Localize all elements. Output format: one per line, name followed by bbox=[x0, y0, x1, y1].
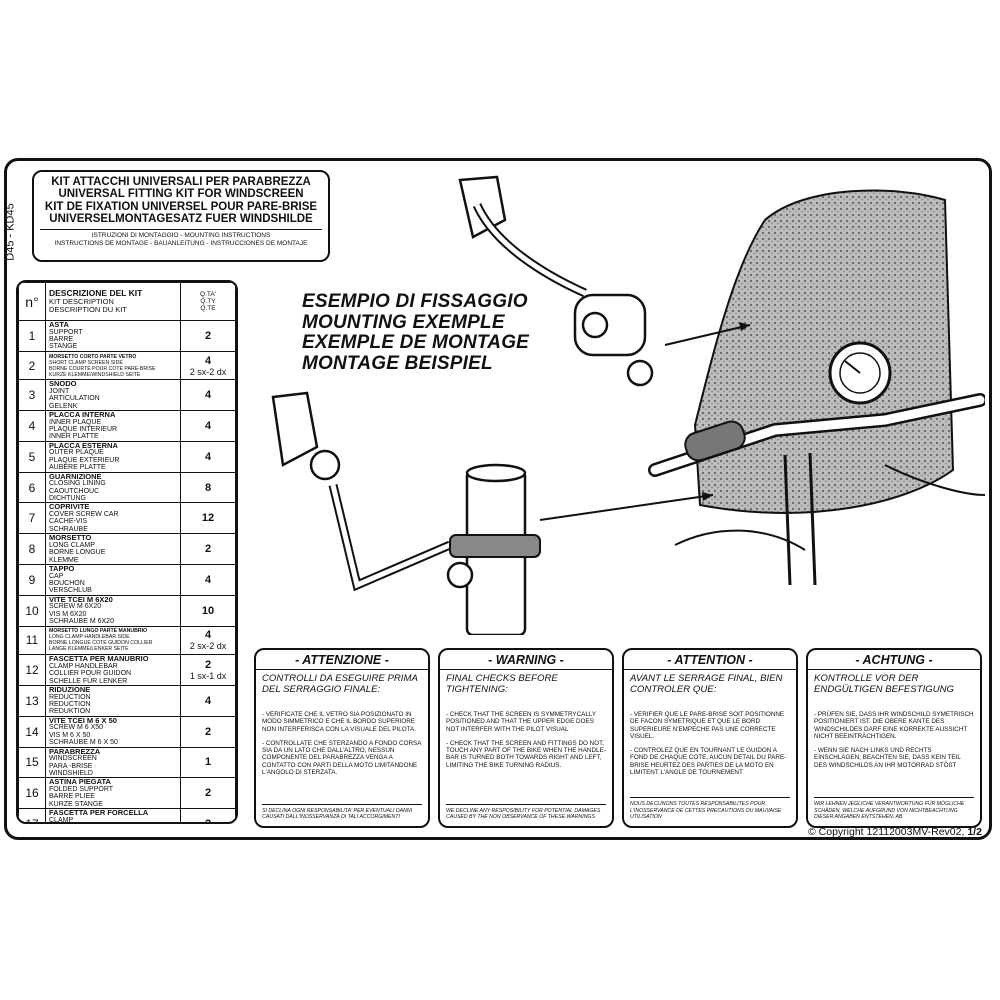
part-quantity: 8 bbox=[180, 471, 236, 504]
part-quantity-split: 1 sx-1 dx bbox=[189, 671, 227, 681]
part-number: 11 bbox=[18, 625, 46, 656]
mounting-example-title: ESEMPIO DI FISSAGGIO MOUNTING EXEMPLE EX… bbox=[302, 291, 530, 374]
part-description: FASCETTA PER FORCELLACLAMPCOLLIERGABEL S… bbox=[45, 808, 181, 822]
warning-box-english: - WARNING - FINAL CHECKS BEFORE TIGHTENI… bbox=[438, 648, 614, 828]
part-quantity: 2 bbox=[180, 715, 236, 748]
part-quantity-split: 2 sx-2 dx bbox=[189, 366, 227, 377]
header-description: DESCRIZIONE DEL KIT KIT DESCRIPTION DESC… bbox=[45, 282, 181, 321]
part-number: 17 bbox=[18, 808, 46, 822]
part-quantity: 1 bbox=[180, 746, 236, 779]
copyright-line: © Copyright 12112003MV-Rev02, 1/2 bbox=[808, 826, 982, 838]
page-number: 1/2 bbox=[967, 826, 982, 838]
header-number: n° bbox=[18, 282, 46, 321]
part-number: 13 bbox=[18, 684, 46, 717]
part-number: 1 bbox=[18, 320, 46, 352]
header-quantity: Q.TA' Q.TY Q.TE bbox=[180, 282, 236, 321]
kit-parts-table: n° DESCRIZIONE DEL KIT KIT DESCRIPTION D… bbox=[16, 280, 238, 824]
part-quantity-split: 2 sx-2 dx bbox=[189, 641, 227, 652]
part-quantity: 2 bbox=[180, 808, 236, 822]
instruction-sheet-border bbox=[4, 158, 992, 840]
part-quantity: 2 bbox=[180, 533, 236, 566]
title-line: UNIVERSELMONTAGESATZ FUER WINDSHILDE bbox=[49, 213, 313, 226]
warning-box-french: - ATTENTION - AVANT LE SERRAGE FINAL, BI… bbox=[622, 648, 798, 828]
instructions-caption: ISTRUZIONI DI MONTAGGIO - MOUNTING INSTR… bbox=[40, 228, 322, 248]
part-number: 8 bbox=[18, 533, 46, 566]
part-number: 9 bbox=[18, 564, 46, 596]
part-number: 4 bbox=[18, 410, 46, 442]
part-number: 10 bbox=[18, 594, 46, 627]
part-number: 12 bbox=[18, 654, 46, 686]
part-number: 14 bbox=[18, 715, 46, 748]
fork-drawing bbox=[783, 452, 817, 586]
windscreen-drawing bbox=[693, 189, 955, 514]
model-code: D45 - KD45 bbox=[5, 203, 18, 261]
part-quantity: 2 bbox=[180, 777, 236, 810]
mounting-illustration bbox=[271, 175, 985, 635]
part-quantity: 4 bbox=[180, 684, 236, 717]
warning-box-italian: - ATTENZIONE - CONTROLLI DA ESEGUIRE PRI… bbox=[254, 648, 430, 828]
part-number: 2 bbox=[18, 350, 46, 381]
warning-box-german: - ACHTUNG - KONTROLLE VOR DER ENDGÜLTIGE… bbox=[806, 648, 982, 828]
part-number: 16 bbox=[18, 777, 46, 810]
title-line: KIT DE FIXATION UNIVERSEL POUR PARE-BRIS… bbox=[44, 200, 318, 213]
part-number: 15 bbox=[18, 746, 46, 779]
part-number: 3 bbox=[18, 379, 46, 412]
part-number: 7 bbox=[18, 502, 46, 535]
part-quantity: 10 bbox=[180, 594, 236, 627]
table-row: 17FASCETTA PER FORCELLACLAMPCOLLIERGABEL… bbox=[18, 808, 236, 822]
part-quantity: 4 bbox=[180, 440, 236, 473]
title-line: UNIVERSAL FITTING KIT FOR WINDSCREEN bbox=[58, 188, 304, 201]
table-header-row: n° DESCRIZIONE DEL KIT KIT DESCRIPTION D… bbox=[18, 282, 236, 321]
part-number: 5 bbox=[18, 440, 46, 473]
title-box: KIT ATTACCHI UNIVERSALI PER PARABREZZA U… bbox=[32, 170, 330, 262]
part-quantity: 4 bbox=[180, 410, 236, 442]
part-quantity: 4 bbox=[180, 379, 236, 412]
part-quantity: 12 bbox=[180, 502, 236, 535]
screen-side-fitting-detail bbox=[458, 175, 654, 387]
title-line: KIT ATTACCHI UNIVERSALI PER PARABREZZA bbox=[51, 176, 311, 188]
handlebar-side-fitting-detail bbox=[271, 391, 541, 635]
part-quantity: 4 bbox=[180, 564, 236, 596]
part-number: 6 bbox=[18, 471, 46, 504]
part-quantity: 2 bbox=[180, 320, 236, 352]
